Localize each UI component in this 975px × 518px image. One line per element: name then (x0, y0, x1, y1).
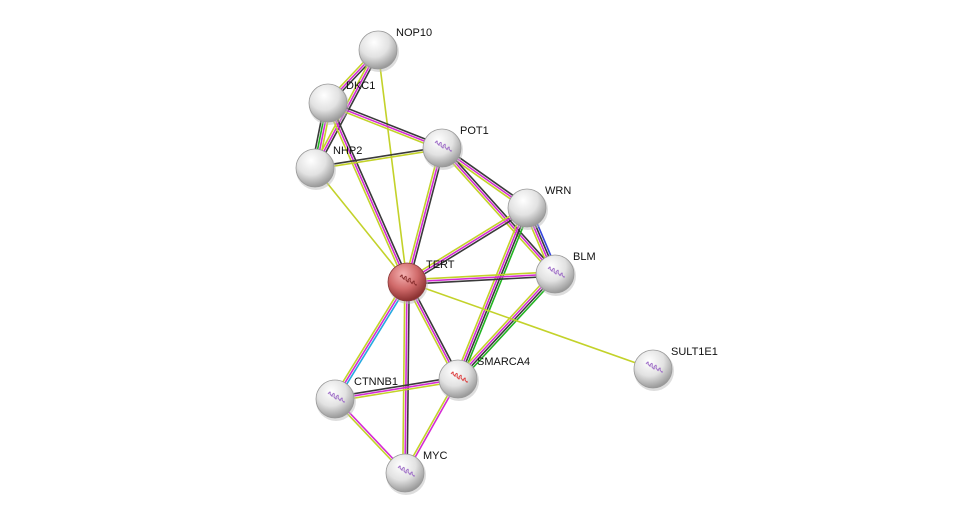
edge-BLM-SMARCA4-k[interactable] (458, 274, 557, 381)
node-bubble[interactable] (385, 453, 425, 493)
edge-BLM-SMARCA4-green[interactable] (459, 275, 559, 382)
edge-POT1-TERT-m[interactable] (406, 147, 443, 283)
node-DKC1[interactable]: DKC1 (308, 80, 375, 125)
node-bubble[interactable] (633, 349, 673, 389)
edge-NHP2-TERT-g[interactable] (314, 167, 408, 283)
edge-CTNNB1-SMARCA4-k[interactable] (334, 376, 458, 398)
edge-POT1-BLM-k[interactable] (443, 145, 558, 274)
edge-DKC1-TERT-m[interactable] (327, 102, 408, 283)
protein-structure-icon (450, 371, 468, 383)
edge-POT1-TERT-k[interactable] (408, 148, 445, 283)
edge-CTNNB1-SMARCA4-g[interactable] (335, 380, 459, 402)
node-label: POT1 (460, 125, 489, 137)
node-SMARCA4[interactable]: SMARCA4 (438, 356, 530, 401)
node-BLM[interactable]: BLM (535, 251, 596, 296)
edge-NHP2-POT1-k[interactable] (314, 146, 442, 168)
node-CTNNB1[interactable]: CTNNB1 (315, 376, 398, 421)
edge-NOP10-TERT-g[interactable] (377, 49, 408, 283)
node-label: SMARCA4 (477, 356, 530, 368)
edge-WRN-TERT-m[interactable] (406, 207, 528, 283)
node-bubble[interactable] (422, 128, 462, 168)
node-bubble[interactable] (358, 30, 398, 70)
edge-NOP10-NHP2-k[interactable] (316, 50, 381, 170)
node-bubble[interactable] (315, 379, 355, 419)
edge-POT1-TERT-g[interactable] (404, 147, 441, 282)
node-SULT1E1[interactable]: SULT1E1 (633, 346, 718, 391)
edge-BLM-TERT-g[interactable] (406, 271, 555, 281)
edge-TERT-MYC-g[interactable] (402, 281, 406, 473)
node-NOP10[interactable]: NOP10 (358, 27, 432, 72)
node-TERT[interactable]: TERT (387, 259, 455, 304)
edge-BLM-SMARCA4-g[interactable] (454, 271, 554, 378)
node-label: CTNNB1 (354, 376, 398, 388)
edge-NHP2-POT1-g[interactable] (315, 148, 443, 170)
node-bubble[interactable] (295, 148, 335, 188)
node-label: NHP2 (333, 145, 362, 157)
node-label: DKC1 (346, 80, 375, 92)
protein-structure-icon (434, 140, 452, 152)
edge-WRN-SMARCA4-green[interactable] (460, 208, 531, 381)
protein-structure-icon (547, 266, 565, 278)
node-label: TERT (426, 259, 455, 271)
node-label: MYC (423, 450, 448, 462)
edge-TERT-CTNNB1-g[interactable] (332, 280, 406, 399)
edge-BLM-SMARCA4-m[interactable] (456, 272, 555, 379)
node-POT1[interactable]: POT1 (422, 125, 489, 170)
edge-WRN-TERT-k[interactable] (407, 209, 529, 285)
protein-structure-icon (327, 391, 345, 403)
node-bubble[interactable] (507, 188, 547, 228)
edge-WRN-SMARCA4-m[interactable] (456, 207, 527, 379)
edge-TERT-CTNNB1-cyan[interactable] (336, 282, 410, 401)
edge-TERT-CTNNB1-m[interactable] (334, 281, 408, 400)
node-bubble[interactable] (438, 359, 478, 399)
edge-TERT-MYC-k[interactable] (406, 282, 410, 474)
edges-layer (310, 47, 654, 475)
edge-DKC1-TERT-g[interactable] (325, 103, 406, 284)
node-label: WRN (545, 185, 571, 197)
edge-DKC1-TERT-k[interactable] (329, 101, 410, 282)
edge-WRN-TERT-g[interactable] (405, 205, 527, 281)
node-bubble[interactable] (535, 254, 575, 294)
edge-TERT-SULT1E1-g[interactable] (406, 281, 654, 370)
node-WRN[interactable]: WRN (507, 185, 571, 230)
edge-WRN-SMARCA4-k[interactable] (458, 208, 529, 380)
node-NHP2[interactable]: NHP2 (295, 145, 362, 190)
node-label: SULT1E1 (671, 346, 718, 358)
node-bubble[interactable] (308, 83, 348, 123)
edge-TERT-MYC-m[interactable] (404, 281, 408, 474)
edge-BLM-TERT-m[interactable] (406, 273, 556, 283)
edge-POT1-BLM-g[interactable] (439, 148, 554, 277)
edge-WRN-SMARCA4-g[interactable] (454, 206, 525, 379)
node-bubble[interactable] (387, 262, 427, 302)
edge-BLM-TERT-k[interactable] (407, 275, 556, 285)
node-label: NOP10 (396, 27, 432, 39)
node-MYC[interactable]: MYC (385, 450, 448, 495)
edge-CTNNB1-SMARCA4-m[interactable] (334, 378, 459, 400)
protein-structure-icon (645, 361, 663, 373)
node-label: BLM (573, 251, 596, 263)
protein-structure-icon (397, 465, 415, 477)
edge-POT1-BLM-m[interactable] (441, 147, 556, 275)
protein-structure-icon (399, 274, 417, 286)
